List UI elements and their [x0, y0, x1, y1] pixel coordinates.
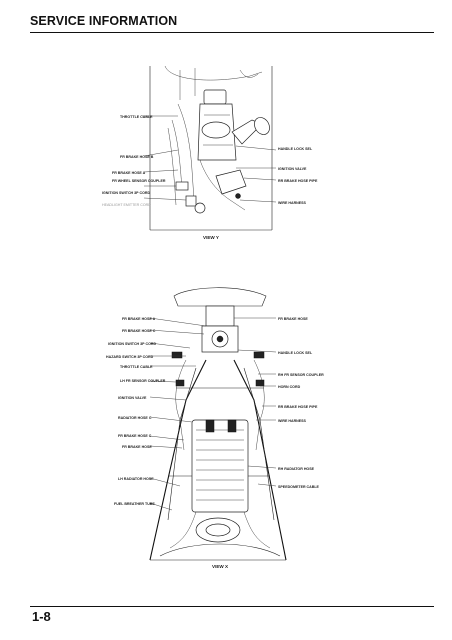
cowl-outline	[164, 65, 263, 81]
leader-x-valve	[149, 396, 187, 401]
label-x-radiator-hose-c: RADIATOR HOSE C	[118, 416, 152, 420]
label-x-wire-harness: WIRE HARNESS	[278, 419, 307, 423]
label-headlight-connector: HEADLIGHT EMITTER CORD	[102, 203, 151, 207]
view-x-label: VIEW X	[212, 564, 229, 569]
clamp-l2	[175, 379, 185, 387]
right-inner-tube	[243, 367, 275, 521]
figure-view-x: FR BRAKE HOSE A FR BRAKE HOSE C IGNITION…	[106, 287, 324, 569]
label-x-rr-brake-hose-pipe: RR BRAKE HOSE PIPE	[278, 405, 318, 409]
radiator-fins	[196, 429, 244, 501]
label-x-rh-radiator-hose: RH RADIATOR HOSE	[278, 467, 315, 471]
leader-x-lh-rad	[149, 477, 181, 487]
bracket-right	[215, 169, 247, 195]
steering-stem	[205, 305, 235, 327]
label-x-fr-brake-hose-c: FR BRAKE HOSE C	[122, 329, 156, 333]
label-x-hazard-switch-cord: HAZARD SWITCH 3P CORD	[106, 355, 154, 359]
label-x-fr-brake-hose-r: FR BRAKE HOSE	[278, 317, 308, 321]
bolt-2	[235, 193, 241, 199]
leader-x-speedo	[257, 483, 277, 487]
steering-rings	[203, 114, 233, 146]
leader-hose-a	[143, 169, 179, 173]
label-x-lh-radiator-hose: LH RADIATOR HOSE	[118, 477, 154, 481]
clamp-r2	[255, 379, 265, 387]
label-throttle-cable: THROTTLE CABLE	[120, 115, 153, 119]
leader-x-ign	[149, 342, 191, 349]
leader-x-coupler	[149, 380, 177, 383]
coupler-1	[175, 181, 189, 191]
label-fr-brake-hose-a: FR BRAKE HOSE A	[112, 171, 146, 175]
steering-center	[216, 335, 224, 343]
right-downtube	[233, 359, 287, 561]
lower-frame-arc	[159, 543, 281, 557]
leader-x-hose-c2	[149, 435, 185, 441]
page-title: SERVICE INFORMATION	[30, 14, 178, 28]
steering-bearing	[201, 121, 231, 139]
leader-ignition	[143, 197, 187, 201]
harness-path	[199, 159, 246, 211]
view-y-label: VIEW Y	[203, 235, 219, 240]
label-ignition-switch-cord: IGNITION SWITCH 3P CORD	[102, 191, 150, 195]
footer-rule	[30, 606, 434, 607]
leader-x-hose-c	[149, 329, 205, 335]
leader-brake-pipe	[243, 177, 277, 181]
leader-x-rh-rad	[247, 465, 277, 469]
radiator-cap-left	[205, 419, 215, 433]
leader-x-breather	[149, 502, 173, 511]
header-rule	[30, 32, 434, 33]
clamp-r1	[253, 351, 265, 359]
filler-cap	[254, 117, 270, 135]
clamp-l1	[171, 351, 183, 359]
coupler-2	[185, 195, 197, 207]
label-x-ignition-valve: IGNITION VALVE	[118, 396, 147, 400]
label-main-brake-hose: RR BRAKE HOSE PIPE	[278, 179, 318, 183]
label-wire-harness: WIRE HARNESS	[278, 201, 307, 205]
leader-x-hose	[149, 445, 183, 449]
label-x-throttle-cable: THROTTLE CABLE	[120, 365, 153, 369]
radiator-cap-right	[227, 419, 237, 433]
cowl-stays	[179, 68, 196, 100]
leader-lock	[235, 145, 277, 151]
label-x-fr-brake-hose-a: FR BRAKE HOSE A	[122, 317, 156, 321]
radiator-hose-right	[243, 511, 271, 549]
label-x-lh-fr-sensor-coupler: LH FR SENSOR COUPLER	[120, 379, 166, 383]
radiator-core	[191, 419, 249, 513]
brake-hose-path-a	[171, 119, 183, 191]
label-x-fr-brake-hose: FR BRAKE HOSE	[122, 445, 152, 449]
steering-top-nut	[203, 89, 227, 105]
label-x-rh-fr-sensor-coupler: RH FR SENSOR COUPLER	[278, 373, 324, 377]
valve-body	[194, 202, 206, 214]
label-handle-lock: HANDLE LOCK SEL	[278, 147, 313, 151]
label-x-fr-brake-hose-c2: FR BRAKE HOSE C	[118, 434, 152, 438]
label-fr-wheel-coupler: FR WHEEL SENSOR COUPLER	[112, 179, 166, 183]
leader-x-hose-a	[149, 317, 207, 327]
label-x-horn-cord: HORN CORD	[278, 385, 301, 389]
leader-harness	[239, 199, 277, 203]
brake-hose-left	[175, 359, 187, 451]
label-fr-brake-hose-b: FR BRAKE HOSE B	[120, 155, 154, 159]
radiator-hose-left	[169, 511, 197, 549]
throttle-cable-path	[177, 103, 195, 201]
label-x-handle-lock: HANDLE LOCK SEL	[278, 351, 313, 355]
figure-view-y: THROTTLE CABLE FR BRAKE HOSE B FR BRAKE …	[102, 65, 318, 240]
leader-hose-b	[143, 149, 179, 157]
label-x-fuel-breather-tube: FUEL BREATHER TUBE	[114, 502, 155, 506]
label-x-ignition-switch-cord: IGNITION SWITCH 3P CORD	[108, 342, 156, 346]
handlebar-cover	[173, 287, 267, 307]
page-number: 1-8	[32, 609, 51, 624]
leader-x-lock	[237, 349, 277, 353]
label-ignition-valve: IGNITION VALVE	[278, 167, 307, 171]
brake-hose-path-b	[167, 127, 177, 206]
label-x-speedometer-cable: SPEEDOMETER CABLE	[278, 485, 320, 489]
tank-cap	[205, 523, 231, 537]
cowl-edge	[239, 69, 259, 78]
leader-x-radhose	[149, 416, 193, 423]
